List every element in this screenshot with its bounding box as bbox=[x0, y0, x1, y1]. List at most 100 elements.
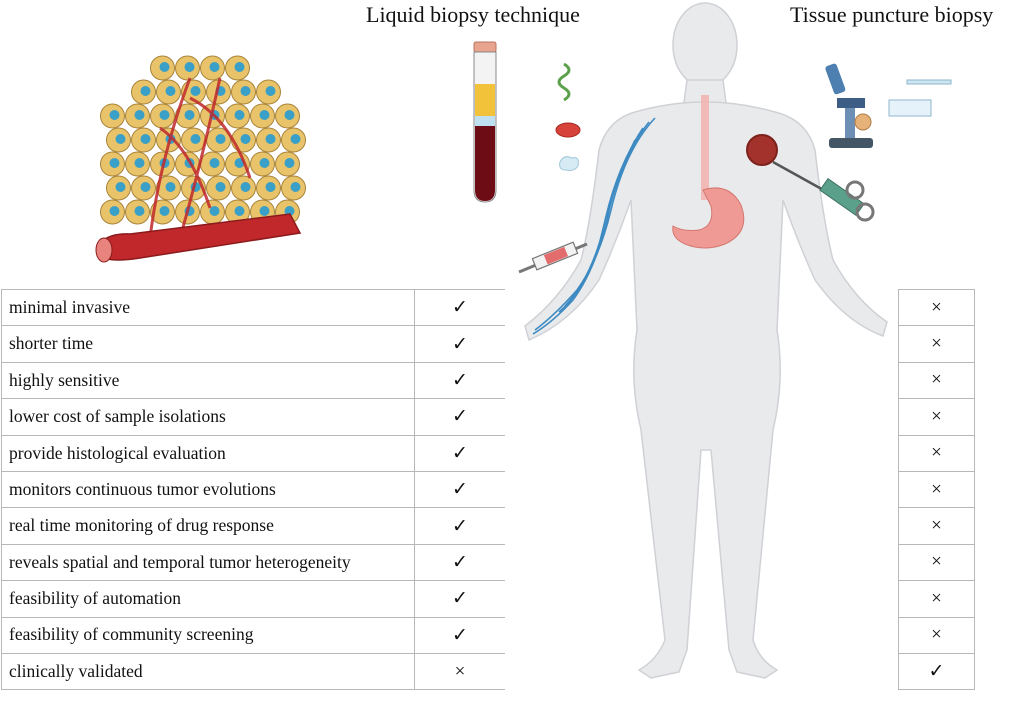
feature-label: highly sensitive bbox=[1, 361, 415, 400]
liquid-mark: ✓ bbox=[414, 543, 505, 582]
tissue-mark: ✓ bbox=[898, 652, 975, 691]
tissue-mark: × bbox=[898, 543, 975, 582]
cell-nucleus bbox=[265, 86, 276, 96]
feature-label: reveals spatial and temporal tumor heter… bbox=[1, 543, 415, 582]
cell-nucleus bbox=[109, 206, 120, 216]
table-row: × bbox=[898, 288, 975, 327]
tissue-mark: × bbox=[898, 580, 975, 618]
table-row: highly sensitive✓ bbox=[1, 361, 505, 400]
feature-label: provide histological evaluation bbox=[1, 434, 415, 472]
table-row: monitors continuous tumor evolutions✓ bbox=[1, 470, 505, 509]
liquid-mark: × bbox=[414, 652, 505, 691]
syringe-icon bbox=[518, 241, 588, 274]
table-row: real time monitoring of drug response✓ bbox=[1, 507, 505, 545]
tissue-mark: × bbox=[898, 288, 975, 327]
red-blood-cell-icon bbox=[555, 122, 581, 138]
liquid-mark: ✓ bbox=[414, 434, 505, 472]
human-body-icon bbox=[518, 2, 888, 679]
cell-nucleus bbox=[284, 206, 295, 216]
table-row: ✓ bbox=[898, 652, 975, 691]
table-row: × bbox=[898, 325, 975, 363]
cell-nucleus bbox=[209, 158, 220, 168]
exosome-icon bbox=[559, 156, 579, 171]
cell-nucleus bbox=[115, 182, 126, 192]
table-row: lower cost of sample isolations✓ bbox=[1, 398, 505, 436]
comparison-table-liquid: minimal invasive✓shorter time✓highly sen… bbox=[1, 288, 505, 691]
glass-slide-icon bbox=[888, 79, 952, 117]
cell-nucleus bbox=[109, 110, 120, 120]
cell-nucleus bbox=[265, 134, 276, 144]
cell-nucleus bbox=[140, 182, 151, 192]
tumor-tissue-icon bbox=[95, 55, 306, 263]
cell-nucleus bbox=[259, 158, 270, 168]
feature-label: real time monitoring of drug response bbox=[1, 507, 415, 545]
table-row: shorter time✓ bbox=[1, 325, 505, 363]
liquid-mark: ✓ bbox=[414, 616, 505, 654]
table-row: × bbox=[898, 580, 975, 618]
table-row: feasibility of community screening✓ bbox=[1, 616, 505, 654]
tissue-mark: × bbox=[898, 398, 975, 436]
cell-nucleus bbox=[165, 86, 176, 96]
microscope-icon bbox=[825, 63, 873, 148]
liquid-mark: ✓ bbox=[414, 470, 505, 509]
tissue-mark: × bbox=[898, 470, 975, 509]
liquid-mark: ✓ bbox=[414, 580, 505, 618]
dna-helix-icon bbox=[557, 62, 571, 102]
liquid-mark: ✓ bbox=[414, 288, 505, 327]
cell-nucleus bbox=[240, 134, 251, 144]
feature-label: monitors continuous tumor evolutions bbox=[1, 470, 415, 509]
liquid-mark: ✓ bbox=[414, 361, 505, 400]
cell-nucleus bbox=[209, 206, 220, 216]
cell-nucleus bbox=[259, 206, 270, 216]
table-row: provide histological evaluation✓ bbox=[1, 434, 505, 472]
table-row: × bbox=[898, 398, 975, 436]
feature-label: clinically validated bbox=[1, 652, 415, 691]
feature-label: feasibility of automation bbox=[1, 580, 415, 618]
cell-nucleus bbox=[259, 110, 270, 120]
liquid-mark: ✓ bbox=[414, 325, 505, 363]
cell-nucleus bbox=[290, 182, 301, 192]
tissue-mark: × bbox=[898, 325, 975, 363]
cell-nucleus bbox=[265, 182, 276, 192]
tissue-mark: × bbox=[898, 434, 975, 472]
table-row: minimal invasive✓ bbox=[1, 288, 505, 327]
cell-nucleus bbox=[115, 134, 126, 144]
cell-nucleus bbox=[184, 110, 195, 120]
table-row: × bbox=[898, 434, 975, 472]
cell-nucleus bbox=[290, 134, 301, 144]
cell-nucleus bbox=[134, 158, 145, 168]
cell-nucleus bbox=[159, 206, 170, 216]
cell-nucleus bbox=[215, 182, 226, 192]
comparison-table-tissue: ××××××××××✓ bbox=[898, 288, 975, 691]
feature-label: minimal invasive bbox=[1, 288, 415, 327]
tissue-biopsy-heading: Tissue puncture biopsy bbox=[790, 2, 994, 27]
table-row: feasibility of automation✓ bbox=[1, 580, 505, 618]
blood-tube-icon bbox=[473, 41, 497, 203]
cell-nucleus bbox=[190, 86, 201, 96]
cell-nucleus bbox=[284, 158, 295, 168]
table-row: clinically validated× bbox=[1, 652, 505, 691]
tissue-mark: × bbox=[898, 361, 975, 400]
cell-nucleus bbox=[165, 182, 176, 192]
cell-nucleus bbox=[134, 110, 145, 120]
cell-nucleus bbox=[240, 182, 251, 192]
liquid-mark: ✓ bbox=[414, 398, 505, 436]
table-row: × bbox=[898, 470, 975, 509]
cell-nucleus bbox=[209, 62, 220, 72]
cell-nucleus bbox=[190, 134, 201, 144]
cell-nucleus bbox=[240, 86, 251, 96]
cell-nucleus bbox=[134, 206, 145, 216]
table-row: × bbox=[898, 543, 975, 582]
cell-nucleus bbox=[184, 62, 195, 72]
cell-nucleus bbox=[234, 206, 245, 216]
tumor-mass-icon bbox=[746, 134, 778, 166]
table-row: × bbox=[898, 616, 975, 654]
stomach-icon bbox=[672, 187, 745, 249]
cell-nucleus bbox=[140, 134, 151, 144]
liquid-mark: ✓ bbox=[414, 507, 505, 545]
cell-nucleus bbox=[159, 110, 170, 120]
cell-nucleus bbox=[234, 110, 245, 120]
table-row: × bbox=[898, 507, 975, 545]
cell-nucleus bbox=[215, 134, 226, 144]
cell-nucleus bbox=[284, 110, 295, 120]
